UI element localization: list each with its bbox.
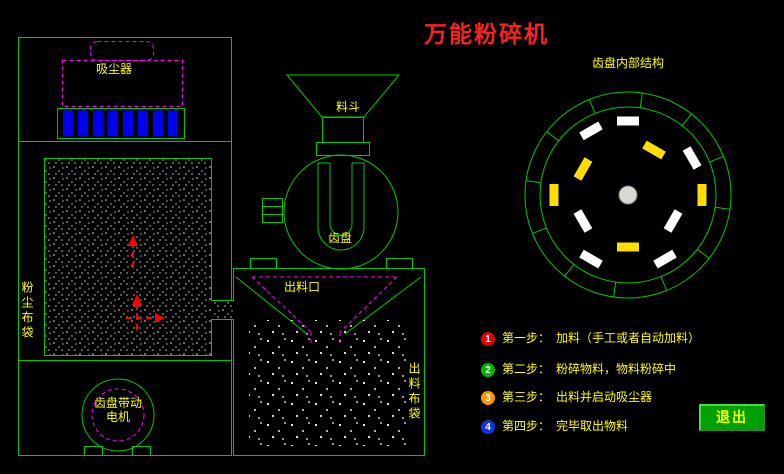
step-row-3: 3 第三步： 出料并启动吸尘器: [481, 390, 704, 405]
gear-disc-label: 齿盘: [328, 231, 353, 245]
gear-diagram-title: 齿盘内部结构: [592, 56, 665, 70]
step-1-badge: 1: [481, 332, 495, 346]
step-row-2: 2 第二步： 粉碎物料，物料粉碎中: [481, 362, 704, 377]
step-row-1: 1 第一步： 加料（手工或者自动加料）: [481, 331, 704, 346]
gear-hammers: [549, 116, 707, 269]
outlet-label: 出料口: [284, 280, 321, 294]
step-2-badge: 2: [481, 363, 495, 377]
page-title: 万能粉碎机: [424, 21, 549, 47]
hopper-label: 料斗: [336, 100, 361, 114]
step-1-text: 第一步： 加料（手工或者自动加料）: [502, 331, 701, 345]
step-3-text: 第三步： 出料并启动吸尘器: [502, 390, 653, 404]
step-2-text: 第二步： 粉碎物料，物料粉碎中: [502, 362, 677, 376]
motor-label: 齿盘带动 电机: [93, 396, 142, 424]
filter-bars: [63, 110, 178, 137]
discharge-unit: [233, 268, 425, 456]
step-4-text: 第四步： 完毕取出物料: [502, 419, 629, 433]
gear-disc-diagram: [524, 91, 732, 299]
outlet-bag-label: 出料布袋: [407, 362, 421, 422]
step-row-4: 4 第四步： 完毕取出物料: [481, 419, 704, 434]
mill-machine: [250, 74, 413, 270]
duct-connector: [211, 300, 234, 320]
outlet-funnel: [251, 276, 398, 346]
step-3-badge: 3: [481, 391, 495, 405]
exit-button[interactable]: 退出: [699, 404, 765, 431]
dust-collector-unit: [18, 37, 232, 456]
dust-collector-label: 吸尘器: [96, 62, 133, 76]
airflow-arrows: [126, 235, 165, 330]
dust-bag-label: 粉尘布袋: [20, 281, 34, 341]
step-4-badge: 4: [481, 420, 495, 434]
